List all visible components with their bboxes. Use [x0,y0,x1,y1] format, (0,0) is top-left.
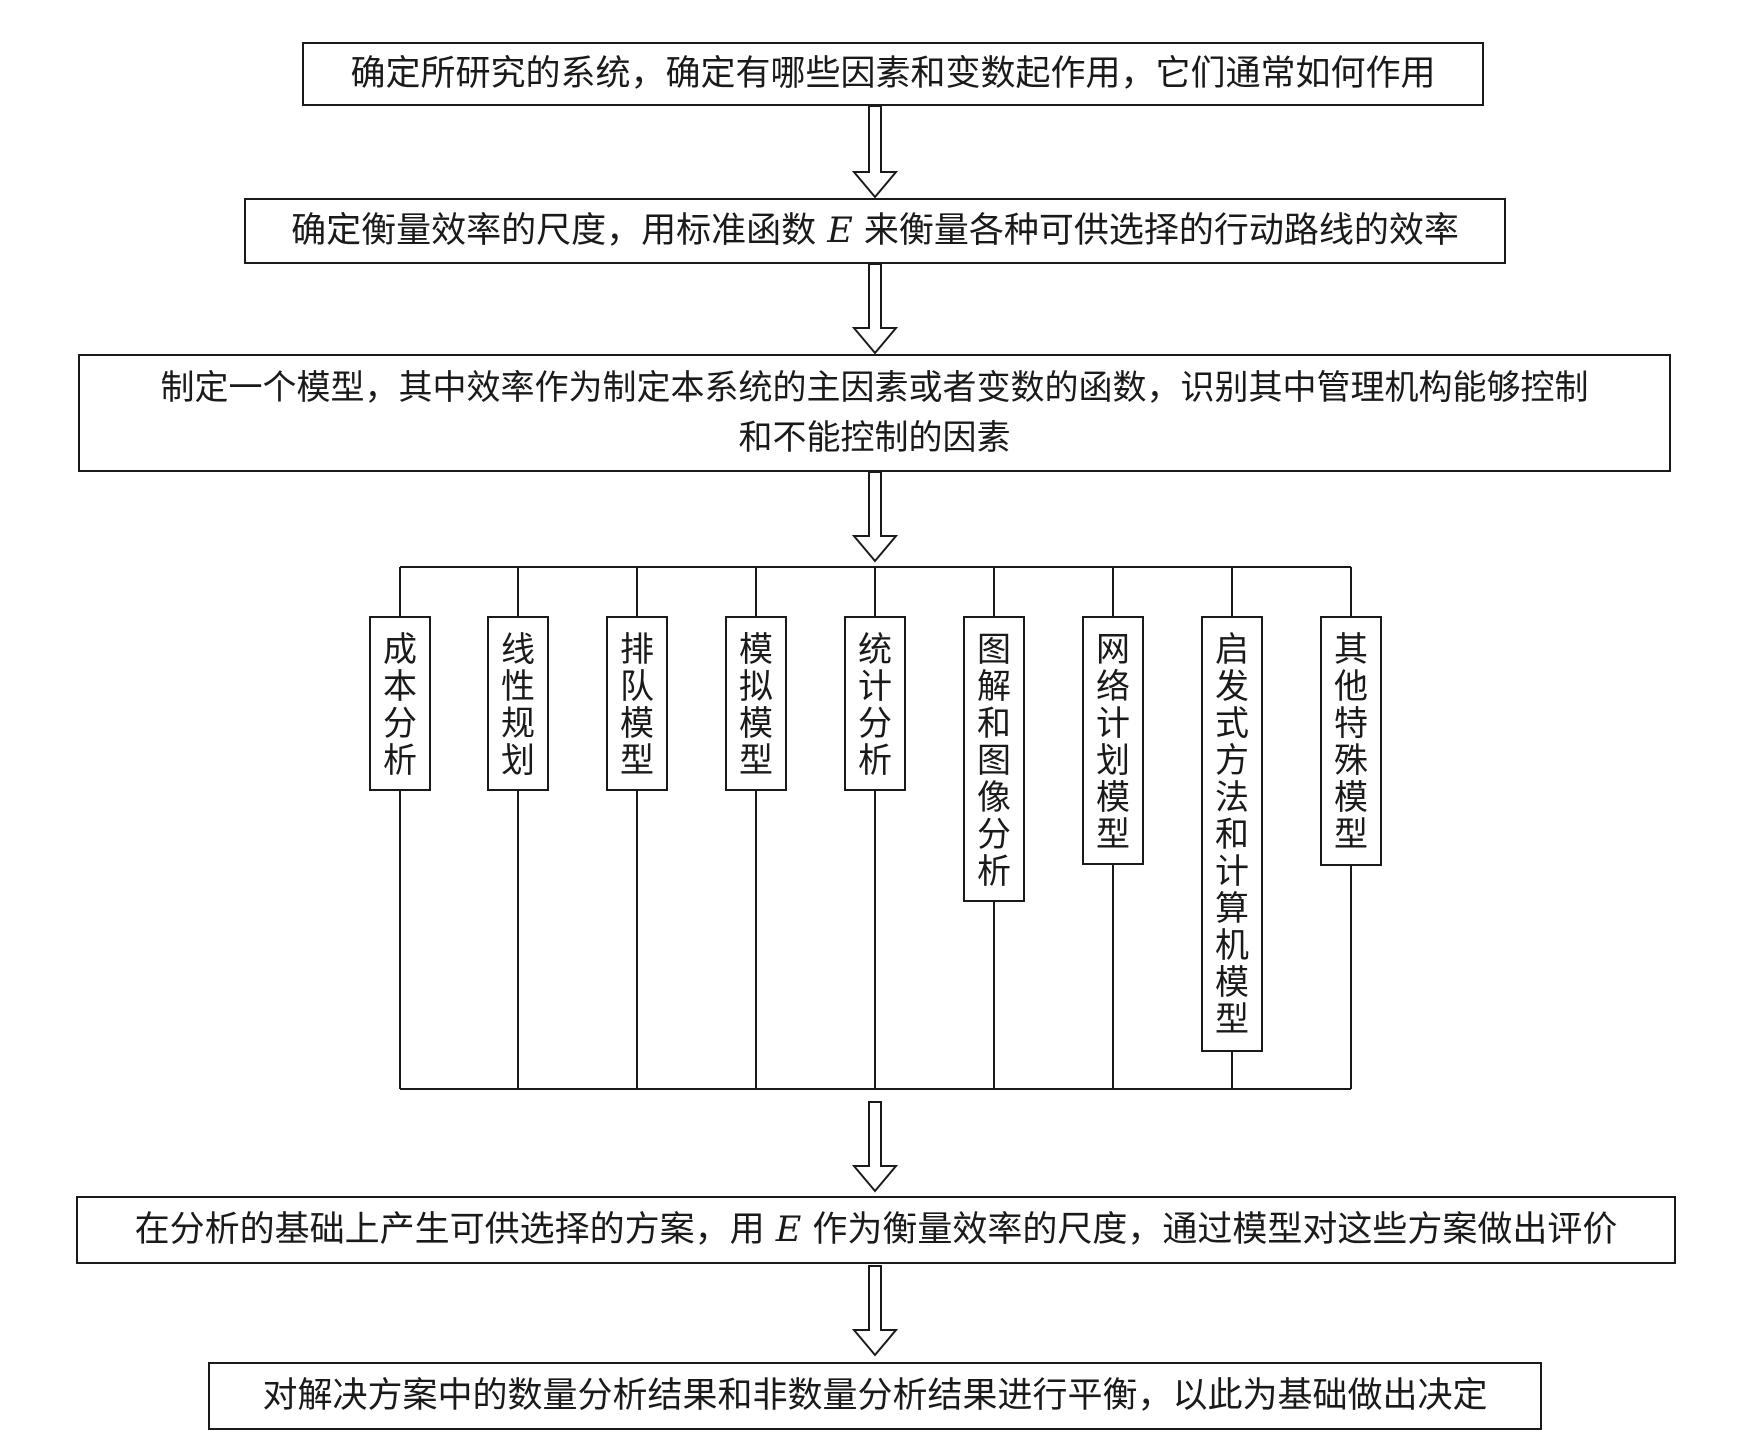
method-label-heuristic-computer-model: 启发式方法和计算机模型 [1215,630,1249,1040]
method-label-simulation-model: 模拟模型 [739,630,773,781]
arrow-step4-to-step5 [851,1265,899,1357]
arrow-step2-to-step3 [851,263,899,355]
method-label-statistical-analysis: 统计分析 [858,630,892,781]
method-label-network-model: 网络计划模型 [1096,630,1130,855]
step4-box: 在分析的基础上产生可供选择的方案，用 E 作为衡量效率的尺度，通过模型对这些方案… [76,1196,1676,1264]
method-box-heuristic-computer-model: 启发式方法和计算机模型 [1201,616,1263,1052]
method-box-simulation-model: 模拟模型 [725,616,787,791]
method-label-queueing-model: 排队模型 [620,630,654,781]
method-box-cost-analysis: 成本分析 [369,616,431,791]
method-box-queueing-model: 排队模型 [606,616,668,791]
step4-variable: E [775,1210,802,1250]
arrow-methods-to-step4 [851,1101,899,1193]
step1-box: 确定所研究的系统，确定有哪些因素和变数起作用，它们通常如何作用 [302,42,1484,106]
method-box-other-special-models: 其他特殊模型 [1320,616,1382,866]
method-box-network-model: 网络计划模型 [1082,616,1144,865]
method-label-other-special-models: 其他特殊模型 [1334,630,1368,855]
arrow-step1-to-step2 [851,105,899,199]
step3-text-line1: 制定一个模型，其中效率作为制定本系统的主因素或者变数的函数，识别其中管理机构能够… [160,368,1589,408]
step5-box: 对解决方案中的数量分析结果和非数量分析结果进行平衡，以此为基础做出决定 [208,1362,1542,1430]
method-label-cost-analysis: 成本分析 [383,630,417,781]
method-box-linear-programming: 线性规划 [487,616,549,791]
method-box-graphical-analysis: 图解和图像分析 [963,616,1025,902]
step2-text: 确定衡量效率的尺度，用标准函数 E 来衡量各种可供选择的行动路线的效率 [291,206,1459,256]
method-label-graphical-analysis: 图解和图像分析 [977,630,1011,892]
step3-text-line2: 和不能控制的因素 [738,418,1011,458]
step2-text-a: 确定衡量效率的尺度，用标准函数 [291,211,817,251]
arrow-step3-to-methods [851,471,899,563]
step1-text: 确定所研究的系统，确定有哪些因素和变数起作用，它们通常如何作用 [350,54,1436,94]
step5-text: 对解决方案中的数量分析结果和非数量分析结果进行平衡，以此为基础做出决定 [262,1376,1488,1416]
step4-text-a: 在分析的基础上产生可供选择的方案，用 [134,1210,765,1250]
step3-box: 制定一个模型，其中效率作为制定本系统的主因素或者变数的函数，识别其中管理机构能够… [78,354,1671,472]
method-box-statistical-analysis: 统计分析 [844,616,906,791]
step2-text-b: 来衡量各种可供选择的行动路线的效率 [863,211,1459,251]
step4-text: 在分析的基础上产生可供选择的方案，用 E 作为衡量效率的尺度，通过模型对这些方案… [135,1205,1618,1255]
step4-text-b: 作为衡量效率的尺度，通过模型对这些方案做出评价 [812,1210,1618,1250]
step2-box: 确定衡量效率的尺度，用标准函数 E 来衡量各种可供选择的行动路线的效率 [244,198,1506,264]
step2-variable: E [827,211,853,251]
method-label-linear-programming: 线性规划 [501,630,535,781]
